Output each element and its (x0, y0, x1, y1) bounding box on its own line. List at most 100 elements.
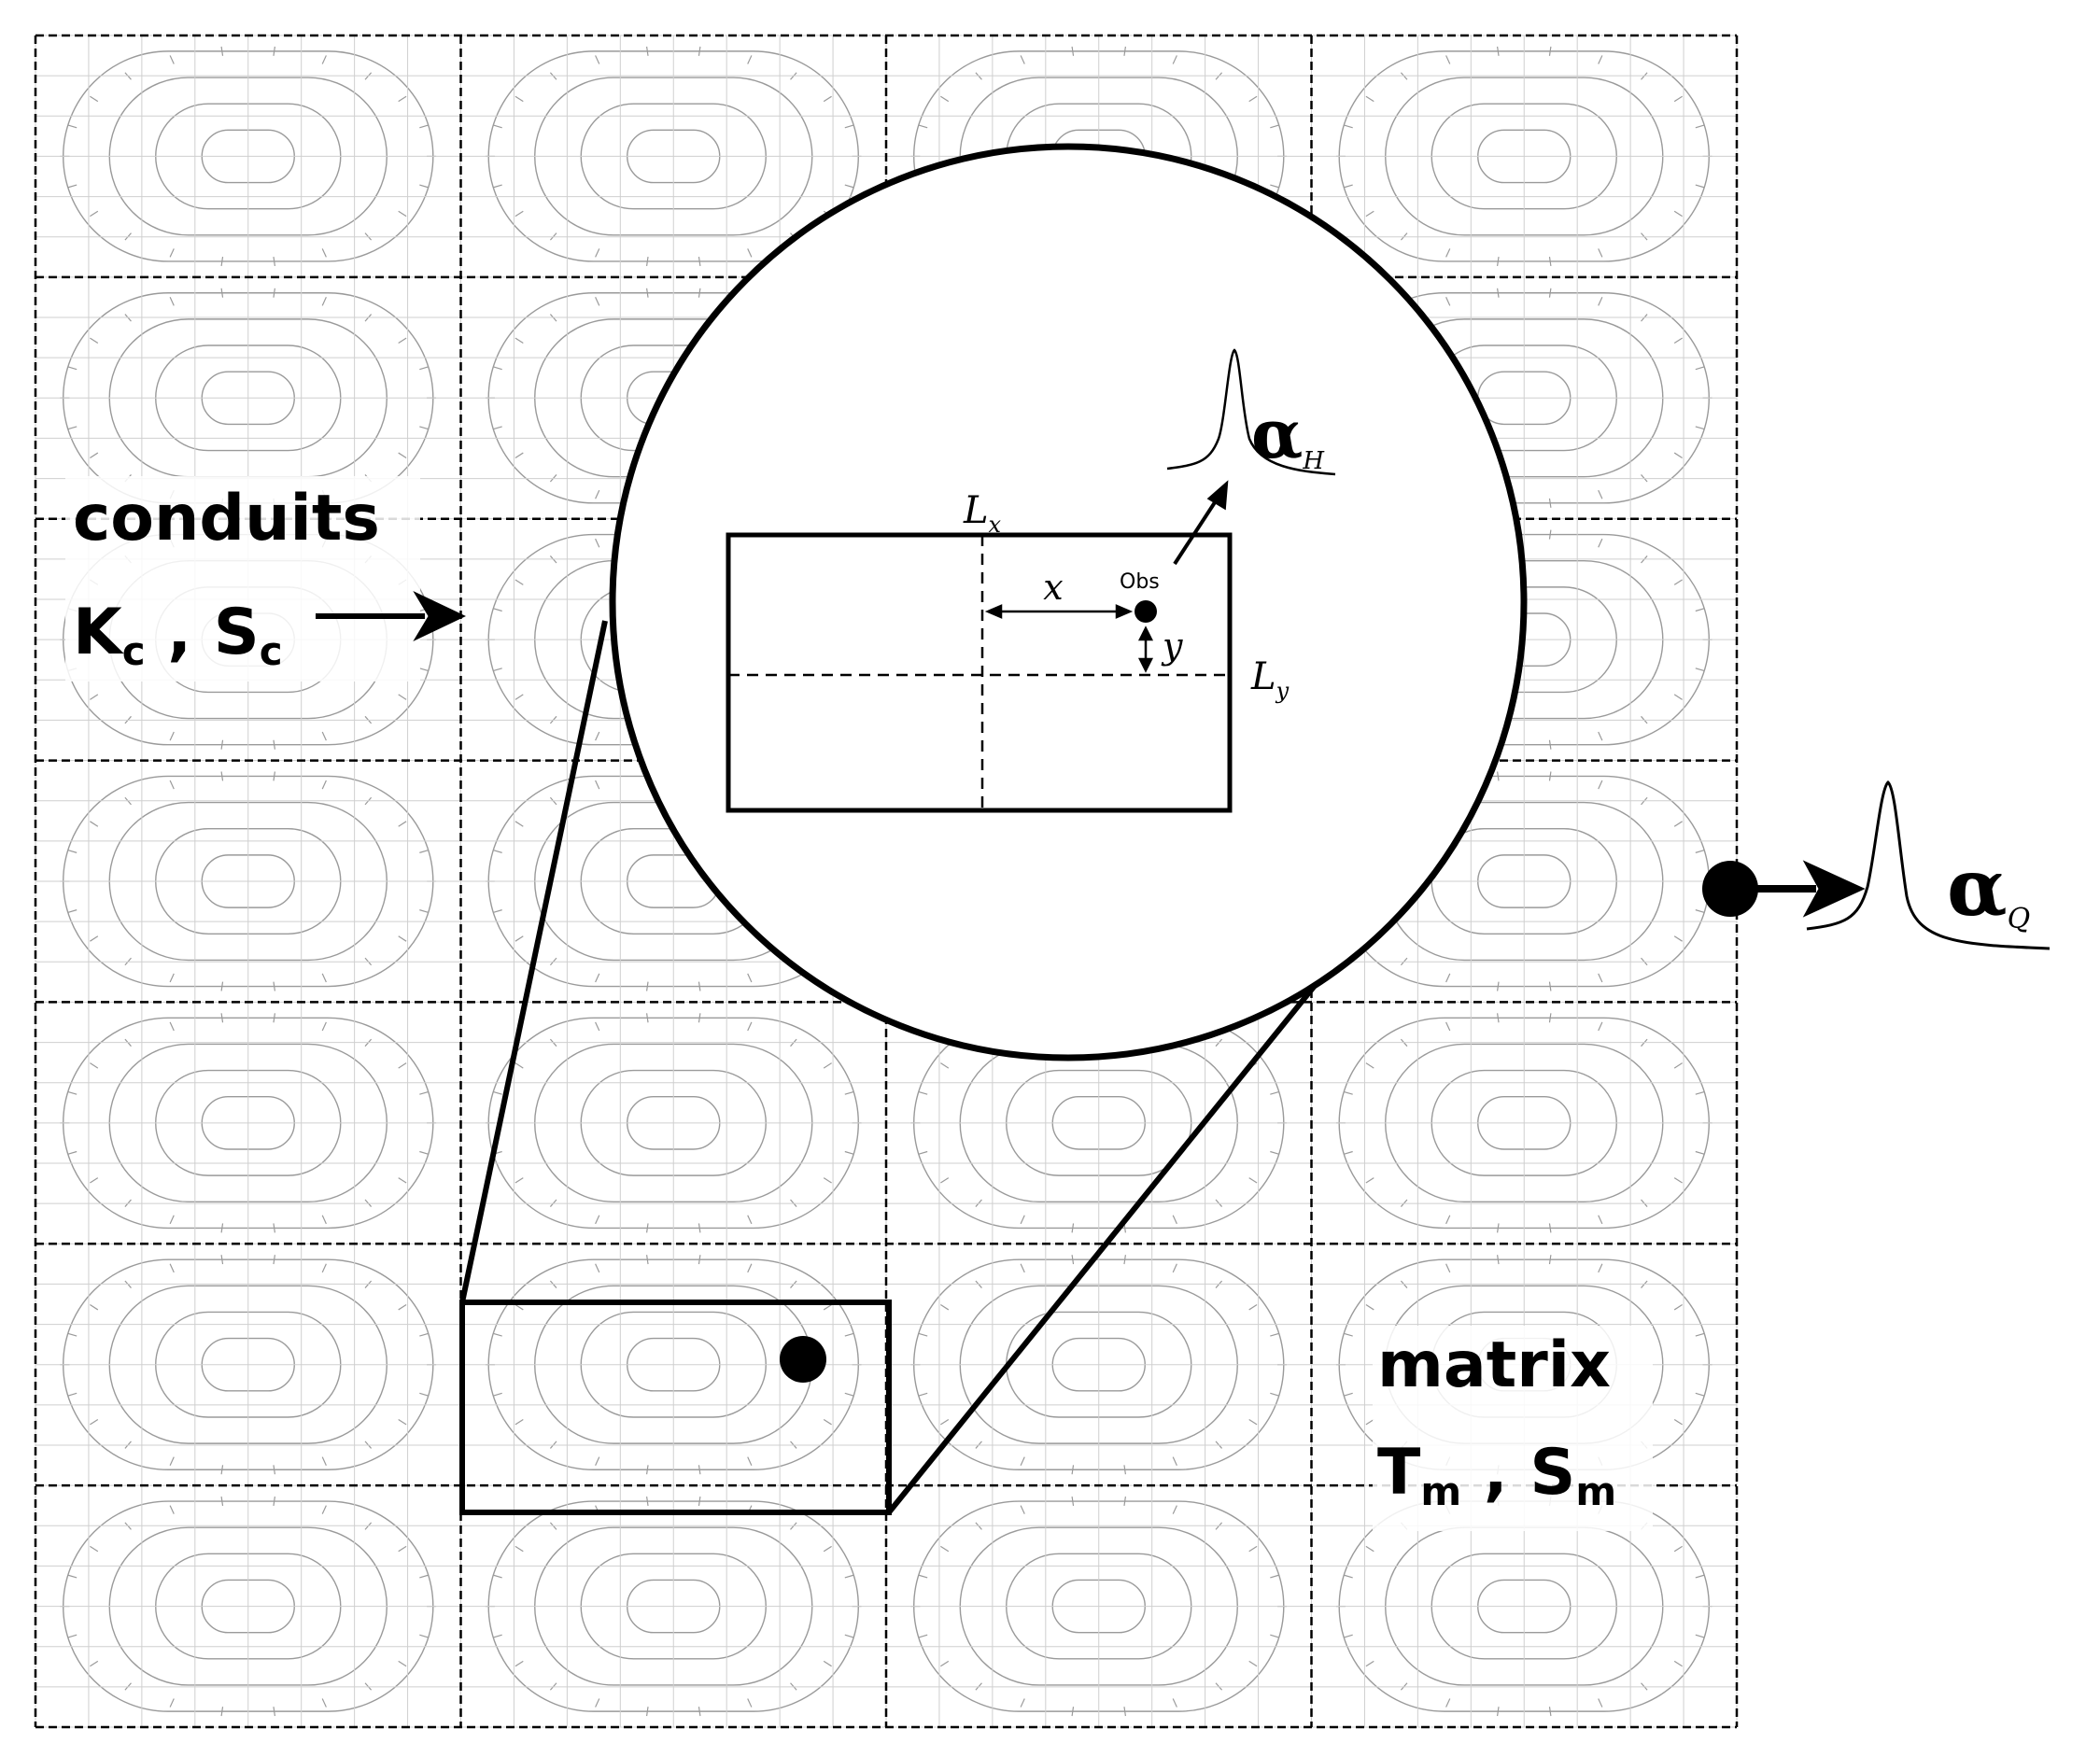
mesh-tick (918, 1332, 928, 1337)
conduits-arrow (316, 591, 466, 641)
mesh-tick (646, 1255, 649, 1265)
mesh-tick (419, 849, 430, 853)
mesh-tick (67, 1090, 78, 1095)
mesh-tick (1598, 1698, 1603, 1708)
mesh-tick (918, 124, 928, 129)
mesh-tick (1497, 981, 1500, 991)
mesh-tick (698, 1013, 701, 1023)
mesh-tick (1695, 668, 1705, 672)
mesh-tick (220, 1013, 224, 1023)
matrix-label: matrix Tm , Sm (1373, 1326, 1653, 1531)
mesh-tick (1497, 1013, 1500, 1023)
mesh-tick (273, 739, 275, 750)
mesh-tick (90, 1177, 99, 1184)
mesh-tick (1270, 184, 1280, 189)
mesh-tick (1123, 1465, 1126, 1475)
mesh-tick (321, 780, 327, 790)
matrix-T: T (1377, 1436, 1421, 1510)
mesh-tick (514, 935, 524, 942)
mesh-tick (90, 1062, 99, 1069)
mesh-tick (940, 1304, 950, 1311)
conduits-label: conduits Kc , Sc (65, 476, 420, 682)
mesh-tick (169, 1215, 175, 1225)
mesh-tick (940, 1660, 950, 1667)
mesh-tick (940, 1545, 950, 1553)
mesh-tick (1598, 1215, 1603, 1225)
mesh-tick (646, 1223, 649, 1233)
mesh-tick (1548, 498, 1552, 508)
matrix-S: S (1529, 1436, 1575, 1510)
mesh-tick (1270, 1150, 1280, 1155)
mesh-tick (419, 1634, 430, 1638)
mesh-tick (698, 1465, 701, 1475)
mesh-tick (1695, 1574, 1705, 1579)
mesh-tick (595, 489, 600, 499)
mesh-tick (918, 1392, 928, 1397)
mesh-tick (169, 973, 175, 983)
mesh-tick (169, 1698, 175, 1708)
x-distance-arrow (984, 604, 1134, 619)
Ly-subscript: y (1276, 678, 1290, 704)
mesh-tick (595, 1263, 600, 1273)
Lx-main: L (963, 489, 989, 532)
mesh-tick (514, 1545, 524, 1553)
mesh-tick (1445, 1215, 1451, 1225)
mesh-tick (273, 1707, 275, 1717)
mesh-tick (1172, 1263, 1177, 1273)
mesh-tick (844, 1392, 854, 1397)
matrix-separator: , (1461, 1436, 1529, 1510)
mesh-tick (1020, 1456, 1025, 1466)
mesh-tick (1695, 909, 1705, 914)
mesh-tick (1497, 46, 1500, 56)
mesh-tick (321, 55, 327, 64)
mesh-tick (844, 1090, 854, 1095)
mesh-tick (492, 849, 502, 853)
mesh-tick (1695, 1332, 1705, 1337)
Lx-subscript: x (989, 512, 1002, 538)
conduits-K-sub: c (122, 628, 146, 674)
mesh-tick (398, 821, 407, 827)
mesh-tick (220, 1255, 224, 1265)
mesh-tick (514, 1304, 524, 1311)
mesh-tick (273, 981, 275, 991)
mesh-tick (1343, 124, 1353, 129)
Ly-main: L (1250, 655, 1276, 698)
mesh-tick (1172, 1698, 1177, 1708)
mesh-tick (169, 1456, 175, 1466)
y-label: y (1161, 625, 1183, 667)
mesh-tick (220, 771, 224, 781)
mesh-tick (1695, 1392, 1705, 1397)
mesh-tick (273, 288, 275, 298)
mesh-tick (1673, 821, 1683, 827)
mesh-tick (1270, 1090, 1280, 1095)
mesh-tick (844, 184, 854, 189)
mesh-tick (1673, 1418, 1683, 1426)
mesh-tick (398, 95, 407, 103)
mesh-tick (220, 981, 224, 991)
mesh-tick (492, 1392, 502, 1397)
mesh-tick (1270, 124, 1280, 129)
mesh-tick (595, 1215, 600, 1225)
mesh-tick (67, 124, 78, 129)
mesh-tick (1673, 95, 1683, 103)
mesh-tick (220, 288, 224, 298)
mesh-tick (747, 1215, 753, 1225)
zoom-connector-lines (459, 620, 1352, 1514)
mesh-tick (398, 1304, 407, 1311)
mesh-tick (1445, 1698, 1451, 1708)
mesh-tick (1598, 1263, 1603, 1273)
mesh-tick (514, 1418, 524, 1426)
mesh-tick (321, 1698, 327, 1708)
mesh-tick (67, 1150, 78, 1155)
mesh-tick (1123, 1707, 1126, 1717)
mesh-tick (1343, 184, 1353, 189)
mesh-tick (398, 1545, 407, 1553)
mesh-tick (1343, 1150, 1353, 1155)
mesh-tick (1172, 1456, 1177, 1466)
mesh-tick (492, 909, 502, 914)
mesh-tick (419, 184, 430, 189)
mesh-tick (1365, 1177, 1374, 1184)
conduits-S: S (214, 596, 260, 669)
mesh-tick (1020, 1215, 1025, 1225)
matrix-T-sub: m (1420, 1469, 1461, 1514)
